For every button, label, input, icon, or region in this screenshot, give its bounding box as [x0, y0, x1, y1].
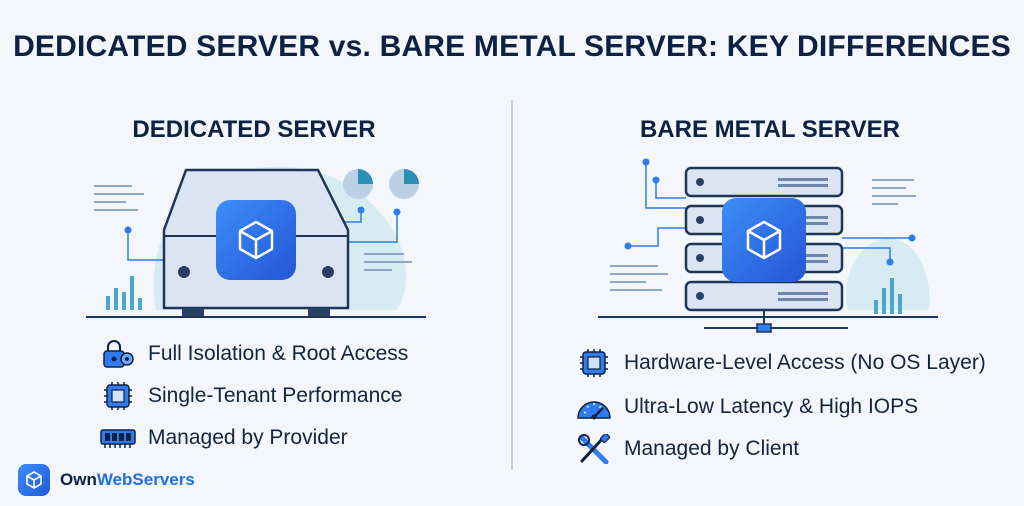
feature-label: Single-Tenant Performance — [148, 384, 403, 407]
feature-item: Hardware-Level Access (No OS Layer) — [576, 348, 986, 378]
feature-item: Single-Tenant Performance — [100, 381, 402, 411]
feature-item: Ultra-Low Latency & High IOPS — [576, 392, 918, 422]
cpu-chip-icon — [104, 382, 132, 410]
brand-name: OwnWebServers — [60, 470, 195, 489]
feature-label: Managed by Client — [624, 437, 800, 460]
feature-item: Managed by Provider — [100, 423, 348, 453]
feature-label: Managed by Provider — [148, 426, 348, 449]
speedometer-icon — [577, 401, 611, 420]
column-divider — [511, 100, 513, 470]
bare-metal-server-illustration — [598, 158, 938, 333]
wrench-screwdriver-icon — [578, 434, 611, 464]
feature-label: Full Isolation & Root Access — [148, 342, 409, 365]
cpu-chip-icon — [580, 349, 608, 377]
dedicated-server-illustration — [86, 166, 426, 318]
feature-label: Ultra-Low Latency & High IOPS — [624, 395, 919, 418]
feature-label: Hardware-Level Access (No OS Layer) — [624, 351, 986, 374]
bare-metal-server-heading: BARE METAL SERVER — [639, 116, 901, 143]
dedicated-server-heading: DEDICATED SERVER — [132, 116, 376, 143]
brand-logo-group[interactable]: OwnWebServers — [18, 464, 195, 496]
feature-item: Full Isolation & Root Access — [100, 339, 408, 369]
feature-item: Managed by Client — [576, 434, 799, 464]
cube-logo-icon — [18, 464, 50, 496]
lock-gear-icon — [103, 340, 134, 368]
memory-module-icon — [100, 429, 136, 448]
page-title: DEDICATED SERVER vs. BARE METAL SERVER: … — [13, 30, 1011, 63]
